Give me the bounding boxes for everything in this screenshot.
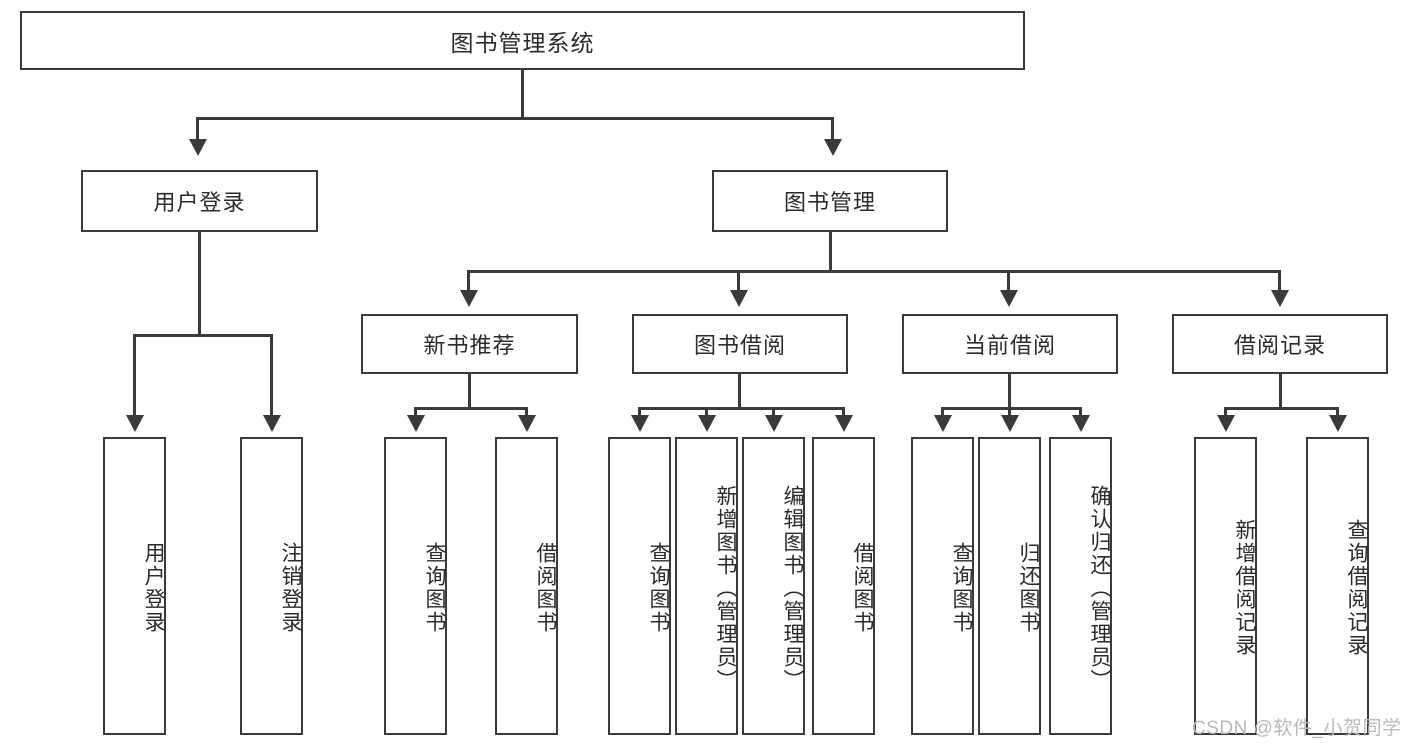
connector-user-login-stem xyxy=(198,232,201,336)
connector-bookborrow-bus xyxy=(638,407,845,410)
connector-bm-drop-1 xyxy=(467,270,470,294)
arrow-to-book-manage xyxy=(824,139,842,156)
connector-book-manage-stem xyxy=(829,232,832,272)
connector-current-bus xyxy=(941,407,1082,410)
node-borrow-record[interactable]: 借阅记录 xyxy=(1172,314,1388,374)
node-label: 新书推荐 xyxy=(423,333,516,358)
connector-bm-drop-4 xyxy=(1278,270,1281,294)
connector-rec-drop-1 xyxy=(1224,407,1227,420)
connector-root-stem xyxy=(521,70,524,118)
node-label: 注销登录 xyxy=(279,542,302,634)
arrow-to-leaf-query-book-3 xyxy=(934,415,952,432)
arrow-to-user-login xyxy=(189,139,207,156)
node-user-login[interactable]: 用户登录 xyxy=(81,170,318,232)
leaf-query-book-current[interactable]: 查询图书 xyxy=(911,437,974,735)
connector-rec-drop-2 xyxy=(1336,407,1339,420)
connector-bb-drop-3 xyxy=(772,407,775,420)
connector-newbook-drop-1 xyxy=(414,407,417,420)
arrow-to-leaf-return-book xyxy=(1001,415,1019,432)
arrow-to-borrow-record xyxy=(1271,290,1289,307)
connector-user-login-bus xyxy=(133,334,273,337)
arrow-to-leaf-borrow-book-2 xyxy=(835,415,853,432)
connector-bm-drop-3 xyxy=(1007,270,1010,294)
node-label: 确认归还（管理员） xyxy=(1088,484,1111,692)
connector-bb-drop-2 xyxy=(705,407,708,420)
node-new-book-recommend[interactable]: 新书推荐 xyxy=(361,314,578,374)
node-label: 图书管理 xyxy=(783,190,876,215)
connector-bb-drop-1 xyxy=(638,407,641,420)
connector-newbook-stem xyxy=(468,374,471,410)
node-label: 当前借阅 xyxy=(963,333,1056,358)
arrow-to-leaf-logout xyxy=(263,415,281,432)
leaf-query-book-newbook[interactable]: 查询图书 xyxy=(384,437,447,735)
connector-bm-drop-2 xyxy=(737,270,740,294)
arrow-to-current-borrow xyxy=(1000,290,1018,307)
connector-bookborrow-stem xyxy=(738,374,741,410)
leaf-borrow-book-newbook[interactable]: 借阅图书 xyxy=(495,437,558,735)
arrow-to-leaf-add-record xyxy=(1217,415,1235,432)
node-label: 查询图书 xyxy=(423,542,446,634)
connector-user-login-drop-1 xyxy=(133,334,136,420)
connector-record-stem xyxy=(1279,374,1282,410)
node-label: 借阅图书 xyxy=(534,542,557,634)
connector-newbook-bus xyxy=(414,407,528,410)
arrow-to-leaf-borrow-book-1 xyxy=(518,415,536,432)
node-label: 用户登录 xyxy=(153,190,246,215)
arrow-to-leaf-edit-book xyxy=(765,415,783,432)
node-label: 归还图书 xyxy=(1017,542,1040,634)
leaf-return-book[interactable]: 归还图书 xyxy=(978,437,1041,735)
leaf-borrow-book-borrow[interactable]: 借阅图书 xyxy=(812,437,875,735)
connector-root-drop-left xyxy=(196,117,199,144)
node-label: 借阅图书 xyxy=(851,542,874,634)
node-label: 查询借阅记录 xyxy=(1345,519,1368,657)
node-label: 查询图书 xyxy=(647,542,670,634)
leaf-edit-book-admin[interactable]: 编辑图书（管理员） xyxy=(742,437,805,735)
connector-book-manage-bus xyxy=(467,270,1281,273)
node-label: 新增图书（管理员） xyxy=(714,484,737,692)
arrow-to-leaf-add-book xyxy=(698,415,716,432)
connector-bb-drop-4 xyxy=(842,407,845,420)
arrow-to-leaf-confirm-return xyxy=(1072,415,1090,432)
connector-cb-drop-3 xyxy=(1079,407,1082,420)
node-label: 借阅记录 xyxy=(1233,333,1326,358)
node-label: 查询图书 xyxy=(950,542,973,634)
leaf-query-borrow-record[interactable]: 查询借阅记录 xyxy=(1306,437,1369,735)
connector-user-login-drop-2 xyxy=(270,334,273,420)
leaf-add-book-admin[interactable]: 新增图书（管理员） xyxy=(675,437,738,735)
csdn-watermark: CSDN @软件_小贺同学 xyxy=(1192,718,1402,739)
connector-current-stem xyxy=(1008,374,1011,410)
node-book-manage[interactable]: 图书管理 xyxy=(712,170,948,232)
leaf-logout[interactable]: 注销登录 xyxy=(240,437,303,735)
arrow-to-leaf-query-book-1 xyxy=(407,415,425,432)
arrow-to-leaf-query-book-2 xyxy=(631,415,649,432)
node-label: 图书借阅 xyxy=(693,333,786,358)
connector-root-drop-right xyxy=(831,117,834,144)
leaf-add-borrow-record[interactable]: 新增借阅记录 xyxy=(1194,437,1257,735)
arrow-to-book-borrow xyxy=(730,290,748,307)
connector-newbook-drop-2 xyxy=(525,407,528,420)
node-root-system[interactable]: 图书管理系统 xyxy=(20,11,1025,70)
connector-record-bus xyxy=(1224,407,1339,410)
arrow-to-leaf-user-login xyxy=(126,415,144,432)
node-label: 图书管理系统 xyxy=(450,29,595,56)
connector-cb-drop-1 xyxy=(941,407,944,420)
leaf-query-book-borrow[interactable]: 查询图书 xyxy=(608,437,671,735)
connector-root-bus xyxy=(196,117,834,120)
connector-cb-drop-2 xyxy=(1008,407,1011,420)
arrow-to-leaf-query-record xyxy=(1329,415,1347,432)
node-label: 用户登录 xyxy=(142,542,165,634)
node-current-borrow[interactable]: 当前借阅 xyxy=(902,314,1118,374)
node-label: 新增借阅记录 xyxy=(1233,519,1256,657)
arrow-to-new-book xyxy=(460,290,478,307)
leaf-confirm-return-admin[interactable]: 确认归还（管理员） xyxy=(1049,437,1112,735)
leaf-user-login[interactable]: 用户登录 xyxy=(103,437,166,735)
node-label: 编辑图书（管理员） xyxy=(781,484,804,692)
node-book-borrow[interactable]: 图书借阅 xyxy=(632,314,848,374)
